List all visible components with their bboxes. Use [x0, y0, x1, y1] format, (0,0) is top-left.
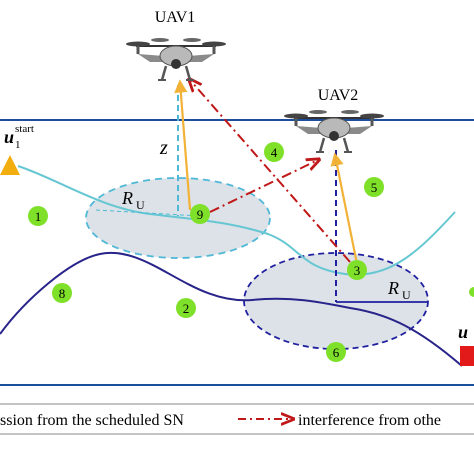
svg-text:1: 1 — [15, 139, 21, 151]
svg-text:8: 8 — [59, 286, 66, 301]
sensor-node-partial — [469, 287, 474, 297]
altitude-label: z — [159, 137, 168, 159]
radius-line-uav1 — [95, 209, 201, 217]
legend-box — [0, 403, 474, 435]
svg-text:6: 6 — [333, 345, 340, 360]
transmission-link-uav2 — [330, 152, 359, 265]
sensor-node-8: 8 — [52, 283, 72, 303]
uav1-label: UAV1 — [155, 9, 196, 26]
radius-label-uav1: R U — [121, 188, 145, 212]
end-label: u — [458, 322, 468, 342]
uav2-label: UAV2 — [318, 87, 359, 104]
svg-text:1: 1 — [35, 209, 42, 224]
start-label: u 1 start — [4, 123, 34, 151]
uav1-drone-icon — [126, 38, 226, 81]
svg-text:4: 4 — [271, 145, 278, 160]
trajectory-uav2 — [0, 251, 463, 367]
trajectory-uav1 — [17, 165, 456, 276]
transmission-link-uav1 — [174, 79, 192, 211]
svg-text:U: U — [136, 198, 145, 212]
svg-text:U: U — [402, 288, 411, 302]
sensor-node-5: 5 — [364, 177, 384, 197]
interference-link-sn3-uav1 — [190, 80, 351, 263]
sensor-node-4: 4 — [264, 142, 284, 162]
legend-interference-label: interference from othe — [298, 412, 441, 429]
svg-text:5: 5 — [371, 180, 378, 195]
radius-label-uav2: R U — [387, 278, 411, 302]
sensor-node-3: 3 — [347, 260, 367, 280]
svg-text:R: R — [387, 278, 399, 298]
legend-scheduled-label: ssion from the scheduled SN — [0, 412, 184, 429]
sensor-node-2: 2 — [176, 298, 196, 318]
sensor-node-9: 9 — [190, 204, 210, 224]
end-marker-icon — [460, 346, 474, 366]
svg-text:R: R — [121, 188, 133, 208]
sensor-node-1: 1 — [28, 206, 48, 226]
uav2-drone-icon — [284, 110, 384, 153]
sensor-node-6: 6 — [326, 342, 346, 362]
svg-text:2: 2 — [183, 301, 190, 316]
svg-text:3: 3 — [354, 263, 361, 278]
svg-text:9: 9 — [197, 207, 204, 222]
start-marker-icon — [0, 155, 20, 175]
svg-text:start: start — [15, 123, 34, 135]
svg-text:u: u — [4, 127, 14, 147]
